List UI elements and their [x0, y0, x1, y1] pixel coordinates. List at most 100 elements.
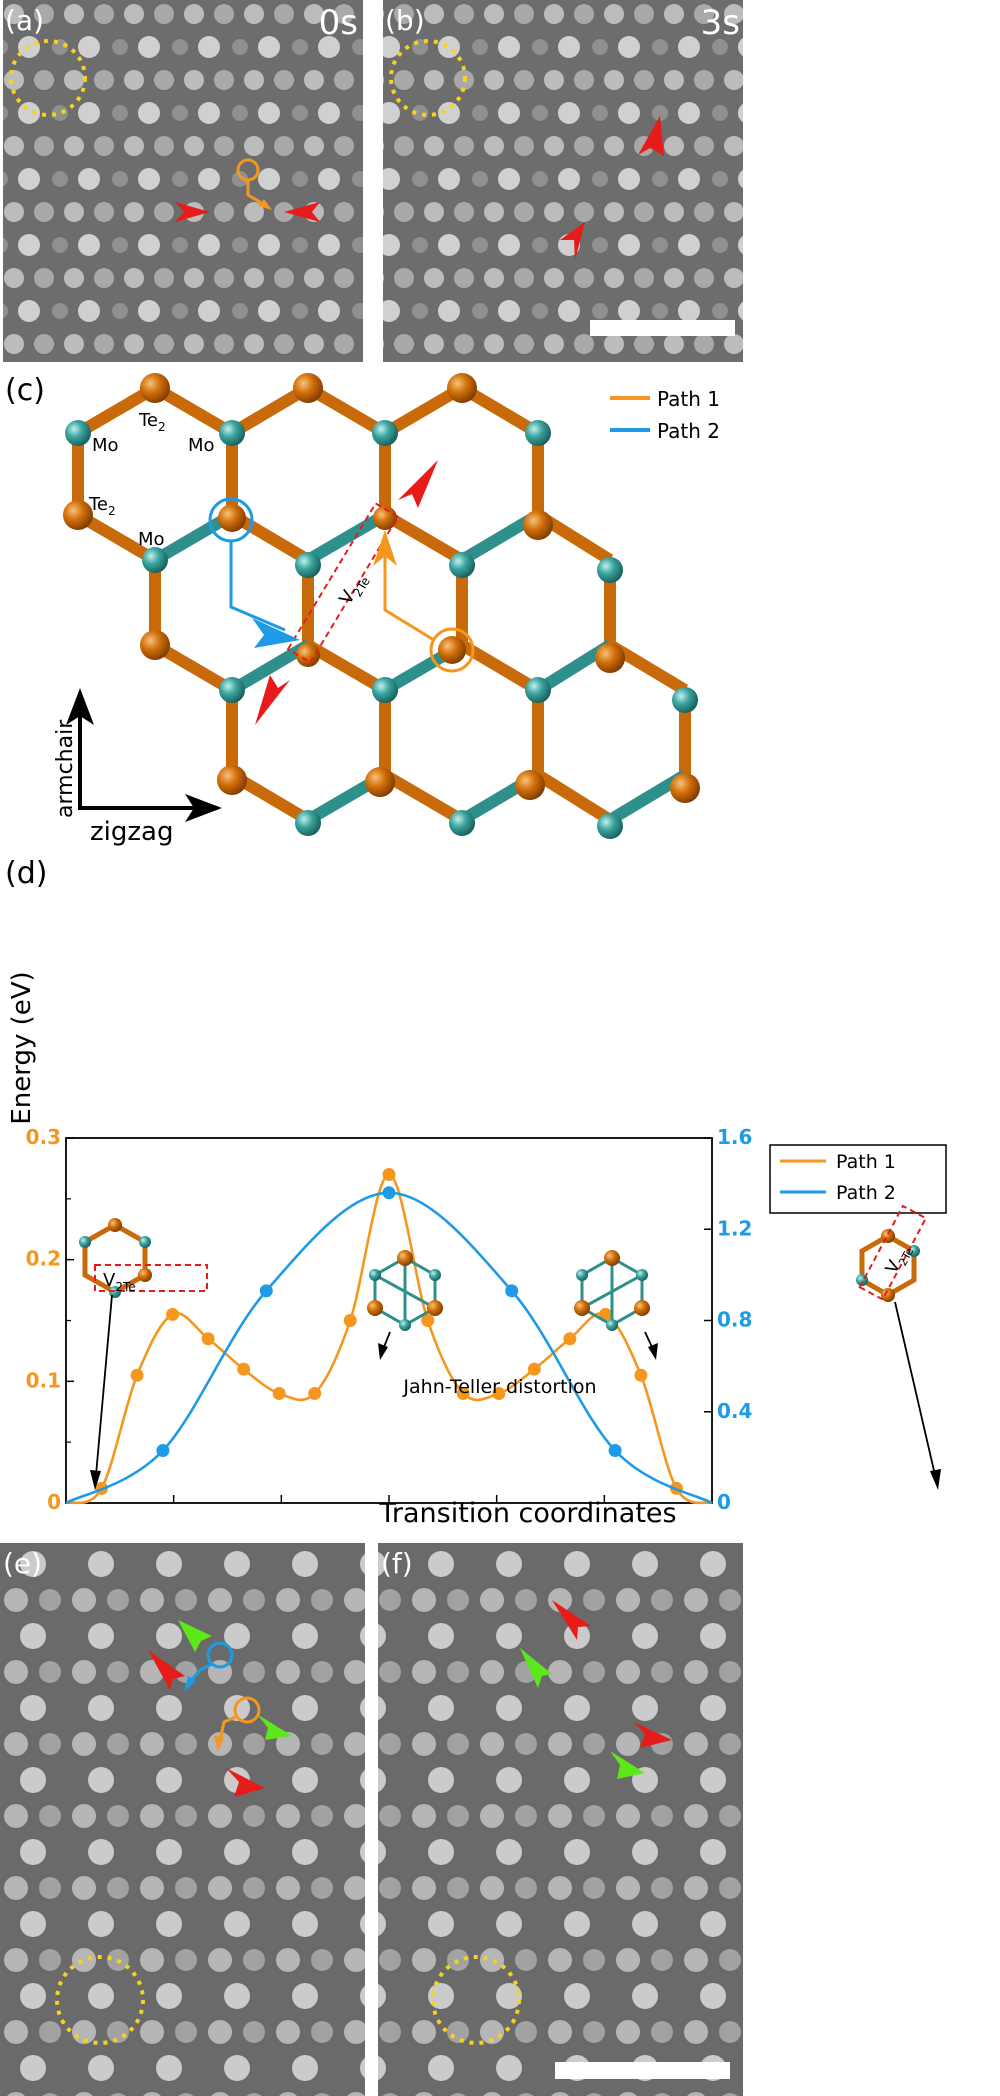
panel-c: (c) Path 1 Path 2 [5, 373, 720, 847]
te-atom [140, 630, 170, 660]
atom-label-mo-1: Mo [92, 435, 119, 456]
vacancy-label: V2Te [335, 570, 372, 610]
blue-arrow [188, 1662, 213, 1683]
data-point-path-1 [634, 1368, 648, 1382]
zigzag-arrowhead [185, 794, 222, 822]
y-tick-label-left: 0.1 [26, 1368, 61, 1392]
pointer-arrowhead [930, 1469, 941, 1490]
data-point-path-1 [527, 1362, 541, 1376]
te-atom [293, 373, 323, 403]
inset-bond [374, 1273, 436, 1310]
mo-atom [597, 557, 623, 583]
orange-circle-marker [429, 627, 475, 673]
data-point-path-2 [382, 1186, 396, 1200]
inset-atom [636, 1269, 648, 1281]
yellow-dotted-circle [389, 39, 467, 117]
mo-atom [295, 810, 321, 836]
te-atom [515, 770, 545, 800]
chart-legend-label-path-1: Path 1 [836, 1151, 896, 1173]
inset-atom [108, 1218, 122, 1232]
data-point-path-1 [421, 1314, 435, 1327]
inset-atom [367, 1300, 383, 1316]
red-arrow [148, 1650, 185, 1690]
data-point-path-1 [308, 1387, 322, 1400]
armchair-label: armchair [53, 719, 78, 818]
bond [304, 639, 389, 696]
bond [458, 639, 542, 696]
y-tick-label-right: 1.6 [717, 1125, 752, 1149]
inset-atom [139, 1236, 151, 1248]
pointer-arrowhead [90, 1470, 101, 1490]
red-arrow [226, 1768, 265, 1797]
zigzag-label: zigzag [90, 817, 173, 847]
y-tick-label-right: 1.2 [717, 1216, 752, 1240]
mo-atom [449, 810, 475, 836]
mo-atom [295, 552, 321, 578]
data-point-path-1 [272, 1387, 286, 1400]
yellow-dotted-circle [431, 1955, 521, 2045]
data-point-path-1 [201, 1332, 215, 1346]
data-point-path-1 [598, 1307, 612, 1321]
atom-label-te2-top: Te2 [138, 410, 166, 434]
data-point-path-1 [563, 1332, 577, 1346]
mo-atom [525, 420, 551, 446]
red-arrow [552, 1600, 591, 1640]
data-point-path-1 [382, 1168, 396, 1181]
orange-arrowhead [258, 199, 272, 210]
data-point-path-2 [259, 1284, 273, 1298]
inset-vacancy-rect [858, 1204, 928, 1301]
te-atom [140, 373, 170, 403]
panel-f: (f) [378, 1543, 743, 2096]
inset-bond [581, 1273, 643, 1310]
atom-label-te2-left: Te2 [88, 494, 116, 518]
data-point-path-1 [237, 1362, 251, 1376]
inset-vacancy-rect [94, 1264, 208, 1292]
blue-path-arrow [229, 541, 286, 632]
pointer-arrowhead [378, 1343, 388, 1360]
red-arrow-upper [638, 116, 664, 156]
scale-bar [555, 2062, 730, 2079]
panel-f-label: (f) [381, 1547, 413, 1580]
mo-atom [142, 547, 168, 573]
mo-atoms [65, 420, 698, 839]
data-point-path-2 [608, 1444, 622, 1458]
mo-atom [372, 677, 398, 703]
inset-atom [397, 1250, 413, 1266]
bond [304, 509, 389, 566]
chart-legend: Path 1 Path 2 [769, 1144, 947, 1214]
inset-atom [606, 1319, 618, 1331]
pointer-arrow-final [894, 1301, 936, 1476]
panel-c-legend: Path 1 Path 2 [610, 387, 720, 443]
panel-d: (d) Energy (eV) Transition coordinates 0… [5, 856, 947, 1529]
data-point-path-1 [343, 1314, 357, 1327]
inset-atom [574, 1300, 590, 1316]
inset-atom [138, 1268, 152, 1282]
green-arrow [520, 1648, 552, 1688]
data-point-path-1 [456, 1387, 470, 1400]
inset-atom [576, 1269, 588, 1281]
inset-atom [79, 1236, 91, 1248]
bond [381, 509, 466, 566]
y-tick-label-left: 0.2 [26, 1247, 61, 1271]
vacancy-dashed-rect [286, 502, 400, 664]
y-tick-label-right: 0.4 [717, 1399, 752, 1423]
blue-arrowhead [184, 1676, 196, 1692]
pointer-arrowhead [648, 1343, 658, 1360]
mo-atom [597, 813, 623, 839]
vacancy-box [286, 502, 400, 664]
legend-label-path-2: Path 2 [657, 419, 720, 443]
green-arrow [257, 1714, 292, 1740]
y-tick-label-left: 0.3 [26, 1125, 61, 1149]
orange-arrowhead [214, 1736, 224, 1752]
te-atom [63, 500, 93, 530]
blue-arrowhead [252, 618, 300, 648]
mo-atom [525, 677, 551, 703]
bond [534, 769, 614, 826]
red-arrow-left [175, 202, 210, 222]
scale-bar [590, 320, 735, 336]
te-atom [523, 510, 553, 540]
panel-c-label: (c) [5, 373, 45, 408]
te-atom [296, 643, 320, 667]
red-arrow-right [284, 202, 320, 222]
